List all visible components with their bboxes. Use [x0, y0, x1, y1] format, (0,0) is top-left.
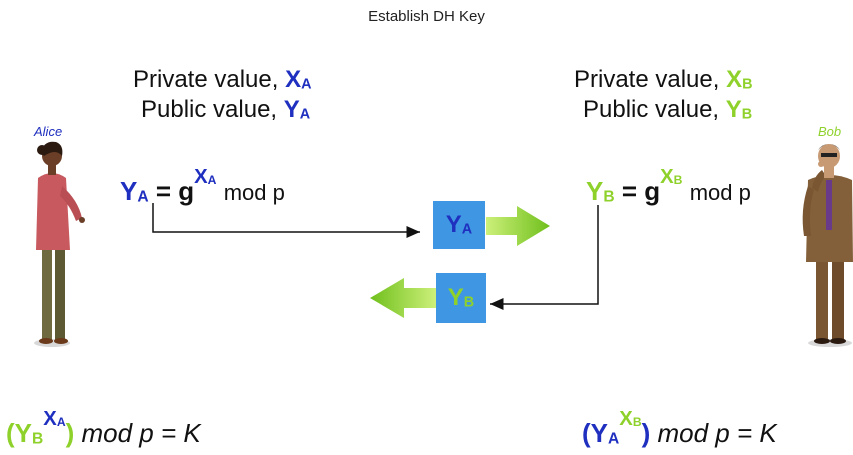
diagram-title: Establish DH Key: [368, 8, 485, 25]
alice-public-var: YA: [283, 96, 311, 123]
arrow-left-icon: [370, 278, 436, 318]
alice-eq-exponent: XA: [194, 166, 217, 188]
bob-private-value: Private value, XB: [574, 66, 753, 98]
arrow-right-icon: [486, 206, 550, 246]
bob-result-base: YA: [590, 418, 620, 449]
exchange-box-to-alice: YB: [436, 273, 486, 323]
alice-send-line: [152, 203, 420, 238]
bob-result-exponent: XB: [619, 408, 642, 430]
bob-eq-exponent: XB: [660, 166, 683, 188]
alice-result: (YBXA) mod p = K: [6, 408, 201, 449]
alice-private-value: Private value, XA: [133, 66, 312, 98]
bob-eq-lhs: YB: [586, 176, 615, 207]
bob-private-label: Private value,: [574, 66, 727, 93]
bob-equation: YB = gXB mod p: [586, 166, 751, 207]
exchange-to-bob-value: YA: [445, 211, 473, 238]
alice-eq-lhs: YA: [120, 176, 149, 207]
alice-private-var: XA: [285, 66, 312, 93]
bob-private-var: XB: [726, 66, 753, 93]
alice-private-label: Private value,: [133, 66, 286, 93]
bob-send-line: [490, 205, 599, 310]
bob-result: (YAXB) mod p = K: [582, 408, 777, 449]
bob-public-var: YB: [725, 96, 753, 123]
alice-public-label: Public value,: [141, 96, 284, 123]
alice-name: Alice: [34, 124, 63, 139]
bob-result-tail: mod p = K: [657, 418, 777, 449]
bob-public-value: Public value, YB: [583, 96, 752, 128]
alice-figure-icon: [34, 141, 85, 347]
alice-public-value: Public value, YA: [141, 96, 310, 128]
exchange-to-alice-value: YB: [447, 284, 475, 311]
bob-name: Bob: [818, 124, 842, 139]
exchange-box-to-bob: YA: [433, 201, 485, 249]
bob-figure-icon: [802, 144, 853, 347]
alice-result-tail: mod p = K: [81, 418, 201, 449]
alice-equation: YA = gXA mod p: [120, 166, 285, 207]
alice-result-exponent: XA: [43, 408, 66, 430]
alice-result-base: YB: [14, 418, 44, 449]
bob-public-label: Public value,: [583, 96, 726, 123]
